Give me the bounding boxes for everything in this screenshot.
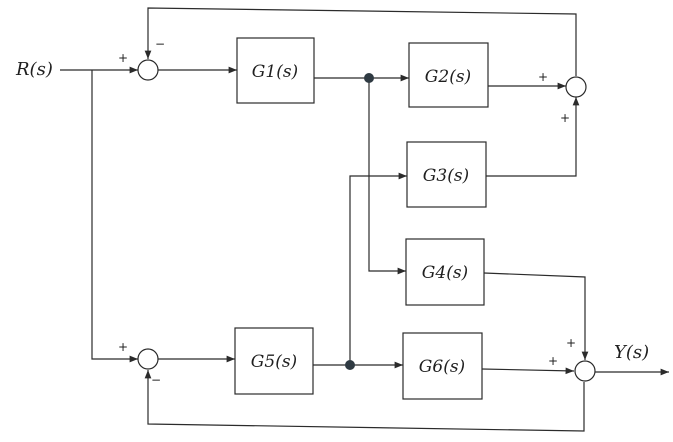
wire-feedback-top	[144, 7, 577, 76]
block-g4: G4(s)	[405, 238, 485, 306]
block-g4-label: G4(s)	[422, 263, 468, 283]
summing-junction-4	[574, 360, 596, 382]
branch-node-g1-output	[364, 73, 374, 83]
block-g5: G5(s)	[234, 327, 314, 395]
block-g5-label: G5(s)	[251, 352, 297, 372]
summing-junction-3	[137, 348, 159, 370]
wire-node2-to-g3	[349, 172, 407, 365]
summing-junction-1	[137, 59, 159, 81]
wire-input-branch-to-sum3	[91, 70, 138, 363]
block-g1: G1(s)	[236, 37, 315, 104]
block-g3-label: G3(s)	[423, 166, 469, 186]
branch-node-g5-output	[345, 360, 355, 370]
sum4-left-sign: +	[548, 354, 558, 368]
sum4-top-sign: +	[566, 336, 576, 350]
input-signal-label: R(s)	[15, 59, 53, 80]
block-g6-label: G6(s)	[419, 357, 465, 377]
block-g2: G2(s)	[408, 42, 489, 108]
summing-junction-2	[565, 76, 587, 98]
block-g6: G6(s)	[402, 332, 483, 400]
wires	[60, 7, 669, 432]
wire-node1-to-g4	[368, 78, 406, 275]
sum2-top-sign: +	[538, 70, 548, 84]
sum3-feedback-sign: −	[151, 373, 161, 387]
sum1-feedback-sign: −	[155, 37, 165, 51]
wire-g4-to-sum4	[483, 272, 589, 360]
wire-g6-to-sum4	[481, 367, 575, 375]
block-g2-label: G2(s)	[425, 67, 471, 87]
output-signal-label: Y(s)	[614, 342, 649, 363]
sum3-input-sign: +	[118, 340, 128, 354]
block-g1-label: G1(s)	[252, 62, 298, 82]
wire-g3-to-sum2	[486, 97, 580, 177]
sum2-bottom-sign: +	[560, 111, 570, 125]
block-g3: G3(s)	[406, 141, 487, 208]
wire-feedback-bottom	[144, 370, 585, 432]
sum1-input-sign: +	[118, 51, 128, 65]
